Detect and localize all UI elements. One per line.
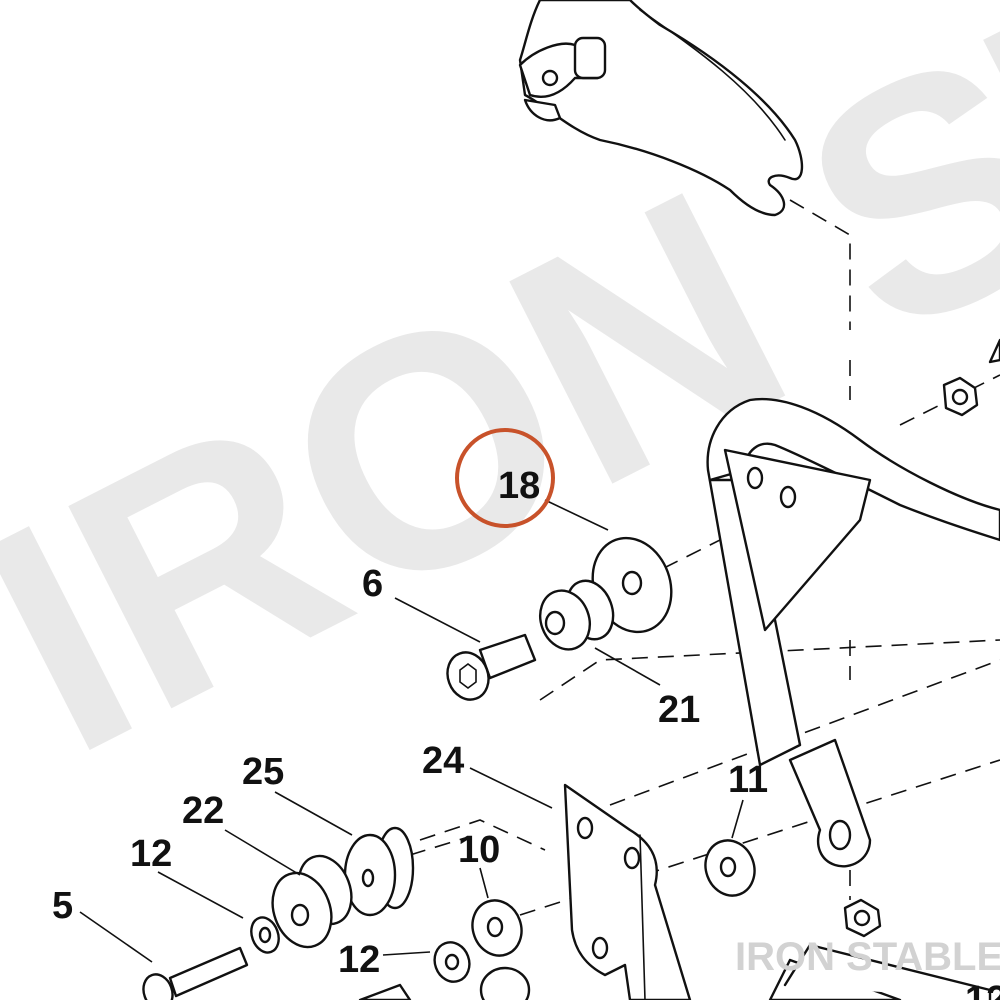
grommet-22 [271,854,353,949]
bushing-25 [343,826,415,917]
lower-bracket [563,783,692,1000]
callout-21: 21 [658,689,700,731]
callout-5: 5 [52,885,73,927]
washer-10 [471,899,531,1000]
leader-lines [79,499,744,963]
callout-10: 10 [458,829,500,871]
callout-12c: 12 [965,979,1000,1000]
callout-24: 24 [422,740,464,782]
callout-12a: 12 [130,833,172,875]
callout-labels: 18 6 21 24 11 25 22 10 12 5 12 12 [52,465,1000,1000]
nut-top-right [942,376,979,417]
lock-washer-12a [250,916,280,954]
callout-6: 6 [362,563,383,605]
callout-22: 22 [182,790,224,832]
nut-bottom-right [843,898,882,938]
callout-18: 18 [498,465,540,507]
bolt-5 [142,946,249,1000]
watermark-corner-text: IRON STABLE [735,935,1000,979]
washer-11 [704,839,756,897]
watermark-text: IRON ST [0,0,1000,822]
backrest-plate [518,0,804,217]
callout-12b: 12 [338,939,380,981]
callout-25: 25 [242,751,284,793]
rack-frame [706,338,1000,868]
callout-11: 11 [728,759,768,801]
bottom-right-bracket [768,943,992,1000]
spacer-21 [539,579,615,651]
bolt-lower [358,983,412,1000]
bolt-6 [446,633,537,701]
highlight-ring [455,428,555,528]
lock-washer-12b [433,941,471,983]
